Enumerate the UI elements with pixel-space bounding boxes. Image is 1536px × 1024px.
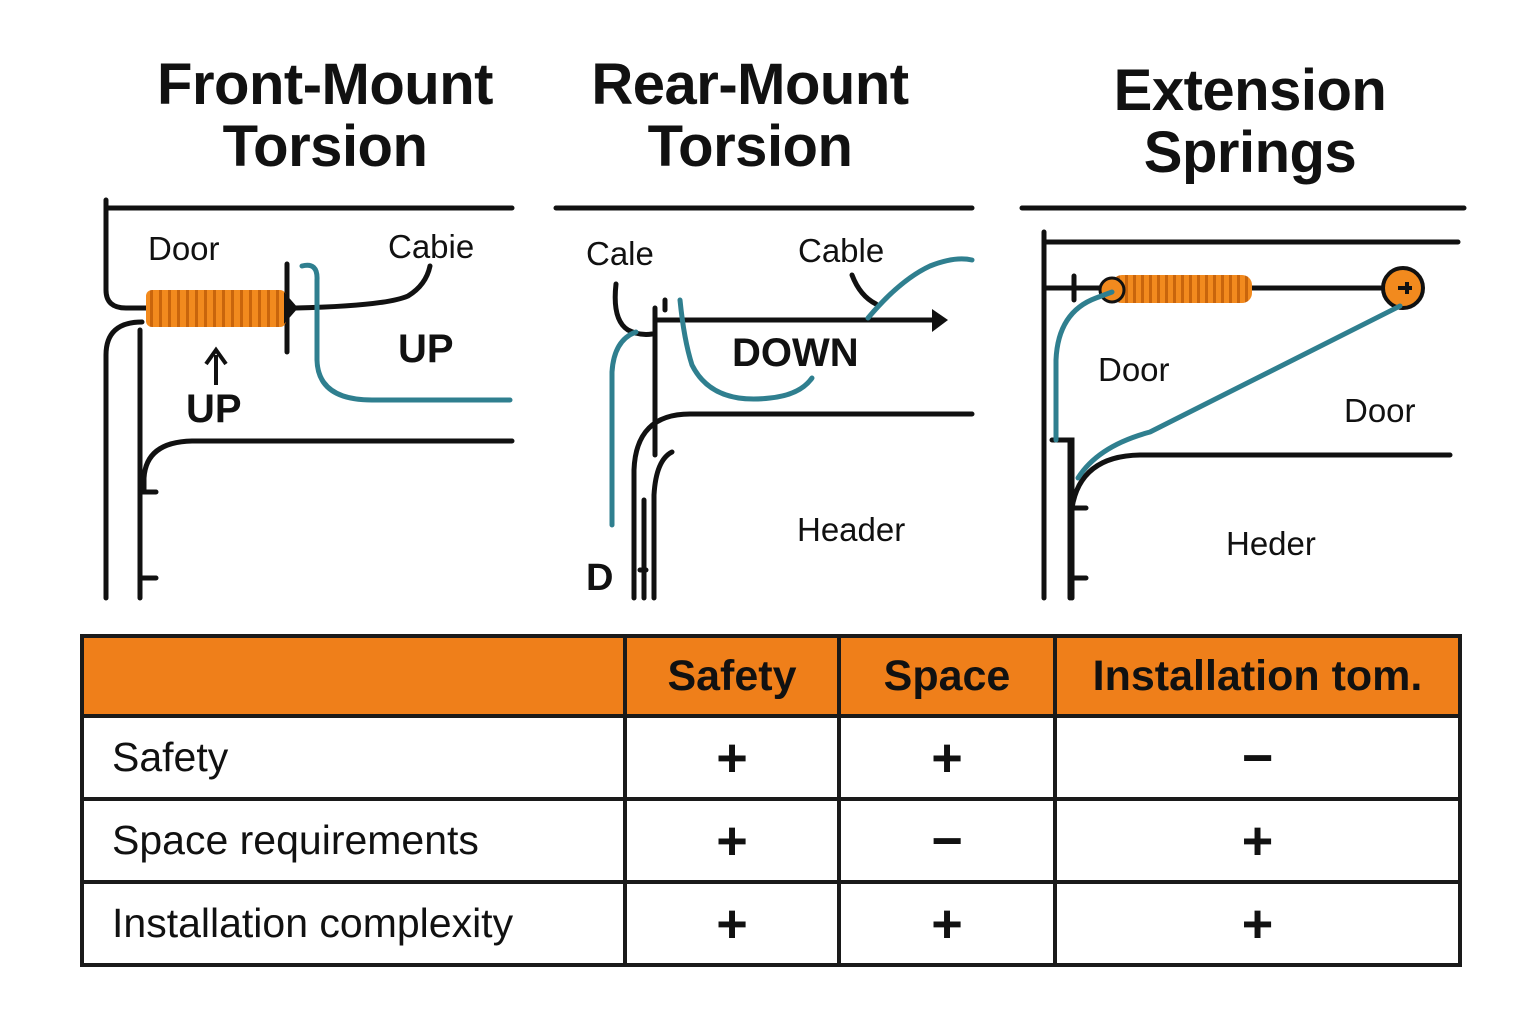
ext-cable-teal-left [1053, 289, 1115, 443]
table-cell: − [1053, 714, 1462, 801]
ext-label-door-right: Door [1344, 392, 1416, 429]
title-front-mount: Front-Mount Torsion [100, 54, 550, 178]
table-header-safety: Safety [623, 634, 841, 718]
table-row: Safety + + − [80, 714, 1462, 801]
rear-jamb-inner [651, 449, 675, 601]
table-header-blank [80, 634, 627, 718]
rear-cable-right-black [849, 272, 879, 307]
ext-track [1069, 452, 1453, 511]
table-cell: + [837, 714, 1057, 801]
rear-cable-left-black [612, 281, 655, 337]
title-extension-springs: Extension Springs [1025, 60, 1475, 184]
front-up-arrow-icon [204, 346, 228, 385]
ext-pulley-hub [1398, 282, 1412, 294]
title-rear-mount: Rear-Mount Torsion [525, 54, 975, 178]
title-line-1: Front-Mount [157, 52, 493, 117]
table-cell: + [1053, 880, 1462, 967]
ext-extension-spring [1112, 275, 1252, 303]
row-label: Installation complexity [80, 880, 627, 967]
front-track [141, 438, 515, 495]
rear-cable-teal-right [865, 256, 975, 321]
rear-label-header: Header [797, 511, 905, 548]
rear-label-cable-right: Cable [798, 232, 884, 269]
comparison-table: Safety Space Installation tom. Safety + … [80, 634, 1462, 967]
ext-cable-teal-diagonal [1075, 303, 1403, 481]
front-torsion-spring [146, 290, 286, 327]
rear-shaft-arrow-icon [932, 309, 948, 332]
rear-label-door-partial: D [586, 557, 613, 599]
title-line-1: Extension [1113, 58, 1387, 123]
front-cable-teal [299, 262, 513, 403]
rear-label-down: DOWN [732, 331, 859, 375]
front-spring-end [284, 292, 298, 324]
table-cell: + [623, 880, 841, 967]
front-label-up-arrow: UP [186, 387, 242, 431]
table-cell: + [1053, 797, 1462, 884]
table-header-installation: Installation tom. [1053, 634, 1462, 718]
rear-mount-diagram [553, 205, 975, 601]
front-label-cable: Cabie [388, 228, 474, 265]
front-jamb-left [103, 197, 149, 311]
table-header-space: Space [837, 634, 1057, 718]
row-label: Safety [80, 714, 627, 801]
front-mount-diagram [103, 197, 515, 601]
front-label-up: UP [398, 327, 454, 371]
spring-diagrams: Door Cabie UP UP Cale Cable DOWN Header … [103, 197, 1467, 601]
title-line-2: Torsion [647, 114, 853, 179]
ext-label-header: Heder [1226, 525, 1316, 562]
rear-cable-teal-loop [677, 297, 815, 402]
table-cell: + [623, 714, 841, 801]
front-jamb-outer [103, 319, 145, 601]
row-label: Space requirements [80, 797, 627, 884]
rear-cable-teal-left [609, 329, 639, 528]
table-row: Installation complexity + + + [80, 880, 1462, 967]
title-line-2: Torsion [222, 114, 428, 179]
ext-jamb-cap [1049, 437, 1075, 601]
table-cell: + [623, 797, 841, 884]
rear-track [631, 411, 975, 601]
table-row: Space requirements + − + [80, 797, 1462, 884]
ext-label-door-left: Door [1098, 351, 1170, 388]
table-header-row: Safety Space Installation tom. [80, 634, 1462, 718]
rear-label-cable-left: Cale [586, 235, 654, 272]
title-line-2: Springs [1143, 120, 1357, 185]
table-cell: − [837, 797, 1057, 884]
front-cable-black [293, 263, 433, 311]
table-cell: + [837, 880, 1057, 967]
front-label-door: Door [148, 230, 220, 267]
title-line-1: Rear-Mount [591, 52, 909, 117]
